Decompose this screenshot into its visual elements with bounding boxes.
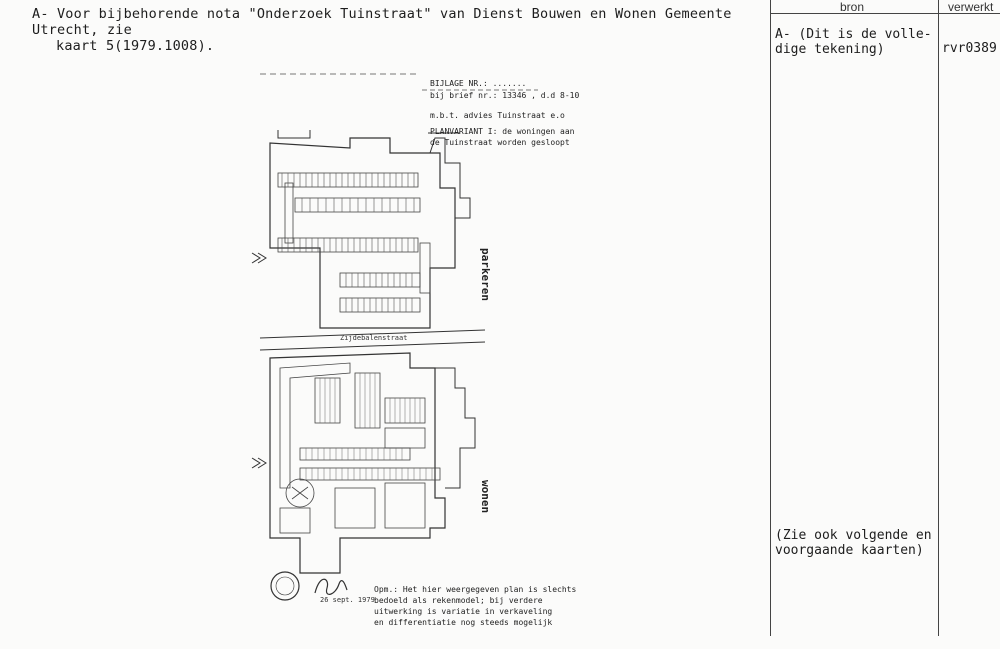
plan-note-line-1: Opm.: Het hier weergegeven plan is slech… (374, 585, 577, 594)
header-divider (770, 13, 1000, 14)
plan-header-bijlage: BIJLAGE NR.: ....... (430, 79, 527, 88)
bron-note: (Zie ook volgende en voorgaande kaarten) (775, 528, 935, 558)
label-signature-date: 26 sept. 1979 (320, 596, 375, 604)
bron-entry: A- (Dit is de volle- dige tekening) (775, 27, 935, 57)
bron-entry-line-2: dige tekening) (775, 42, 885, 57)
label-parkeren: parkeren (479, 248, 492, 301)
plan-header-variant: PLANVARIANT I: de woningen aan (430, 127, 575, 136)
plan-note-line-2: bedoeld als rekenmodel; bij verdere (374, 596, 543, 605)
plan-note-line-4: en differentiatie nog steeds mogelijk (374, 618, 553, 627)
bron-entry-line-1: A- (Dit is de volle- (775, 27, 932, 42)
description-text: A- Voor bijbehorende nota "Onderzoek Tui… (32, 6, 762, 54)
site-plan-drawing: BIJLAGE NR.: ....... bij brief nr.: 1334… (240, 68, 620, 633)
bron-header: bron (840, 0, 865, 14)
verwerkt-entry: rvr0389 (942, 41, 997, 56)
bron-note-line-1: (Zie ook volgende en (775, 528, 932, 543)
verwerkt-column-divider (938, 0, 939, 636)
plan-note: Opm.: Het hier weergegeven plan is slech… (374, 584, 576, 628)
bron-column-divider (770, 0, 771, 636)
label-wonen: wonen (479, 480, 492, 514)
description-line-2: kaart 5(1979.1008). (56, 38, 215, 54)
plan-header-mbt: m.b.t. advies Tuinstraat e.o (430, 111, 565, 120)
plan-header-variant-2: de Tuinstraat worden gesloopt (430, 138, 570, 147)
site-plan-svg (251, 73, 538, 601)
plan-note-line-3: uitwerking is variatie in verkaveling (374, 607, 553, 616)
description-line-1: A- Voor bijbehorende nota "Onderzoek Tui… (32, 6, 732, 38)
bron-note-line-2: voorgaande kaarten) (775, 543, 924, 558)
plan-header-brief: bij brief nr.: 13346 , d.d 8-10 (430, 91, 580, 100)
label-street: Zijdebalenstraat (340, 334, 408, 342)
verwerkt-header: verwerkt (948, 0, 994, 14)
